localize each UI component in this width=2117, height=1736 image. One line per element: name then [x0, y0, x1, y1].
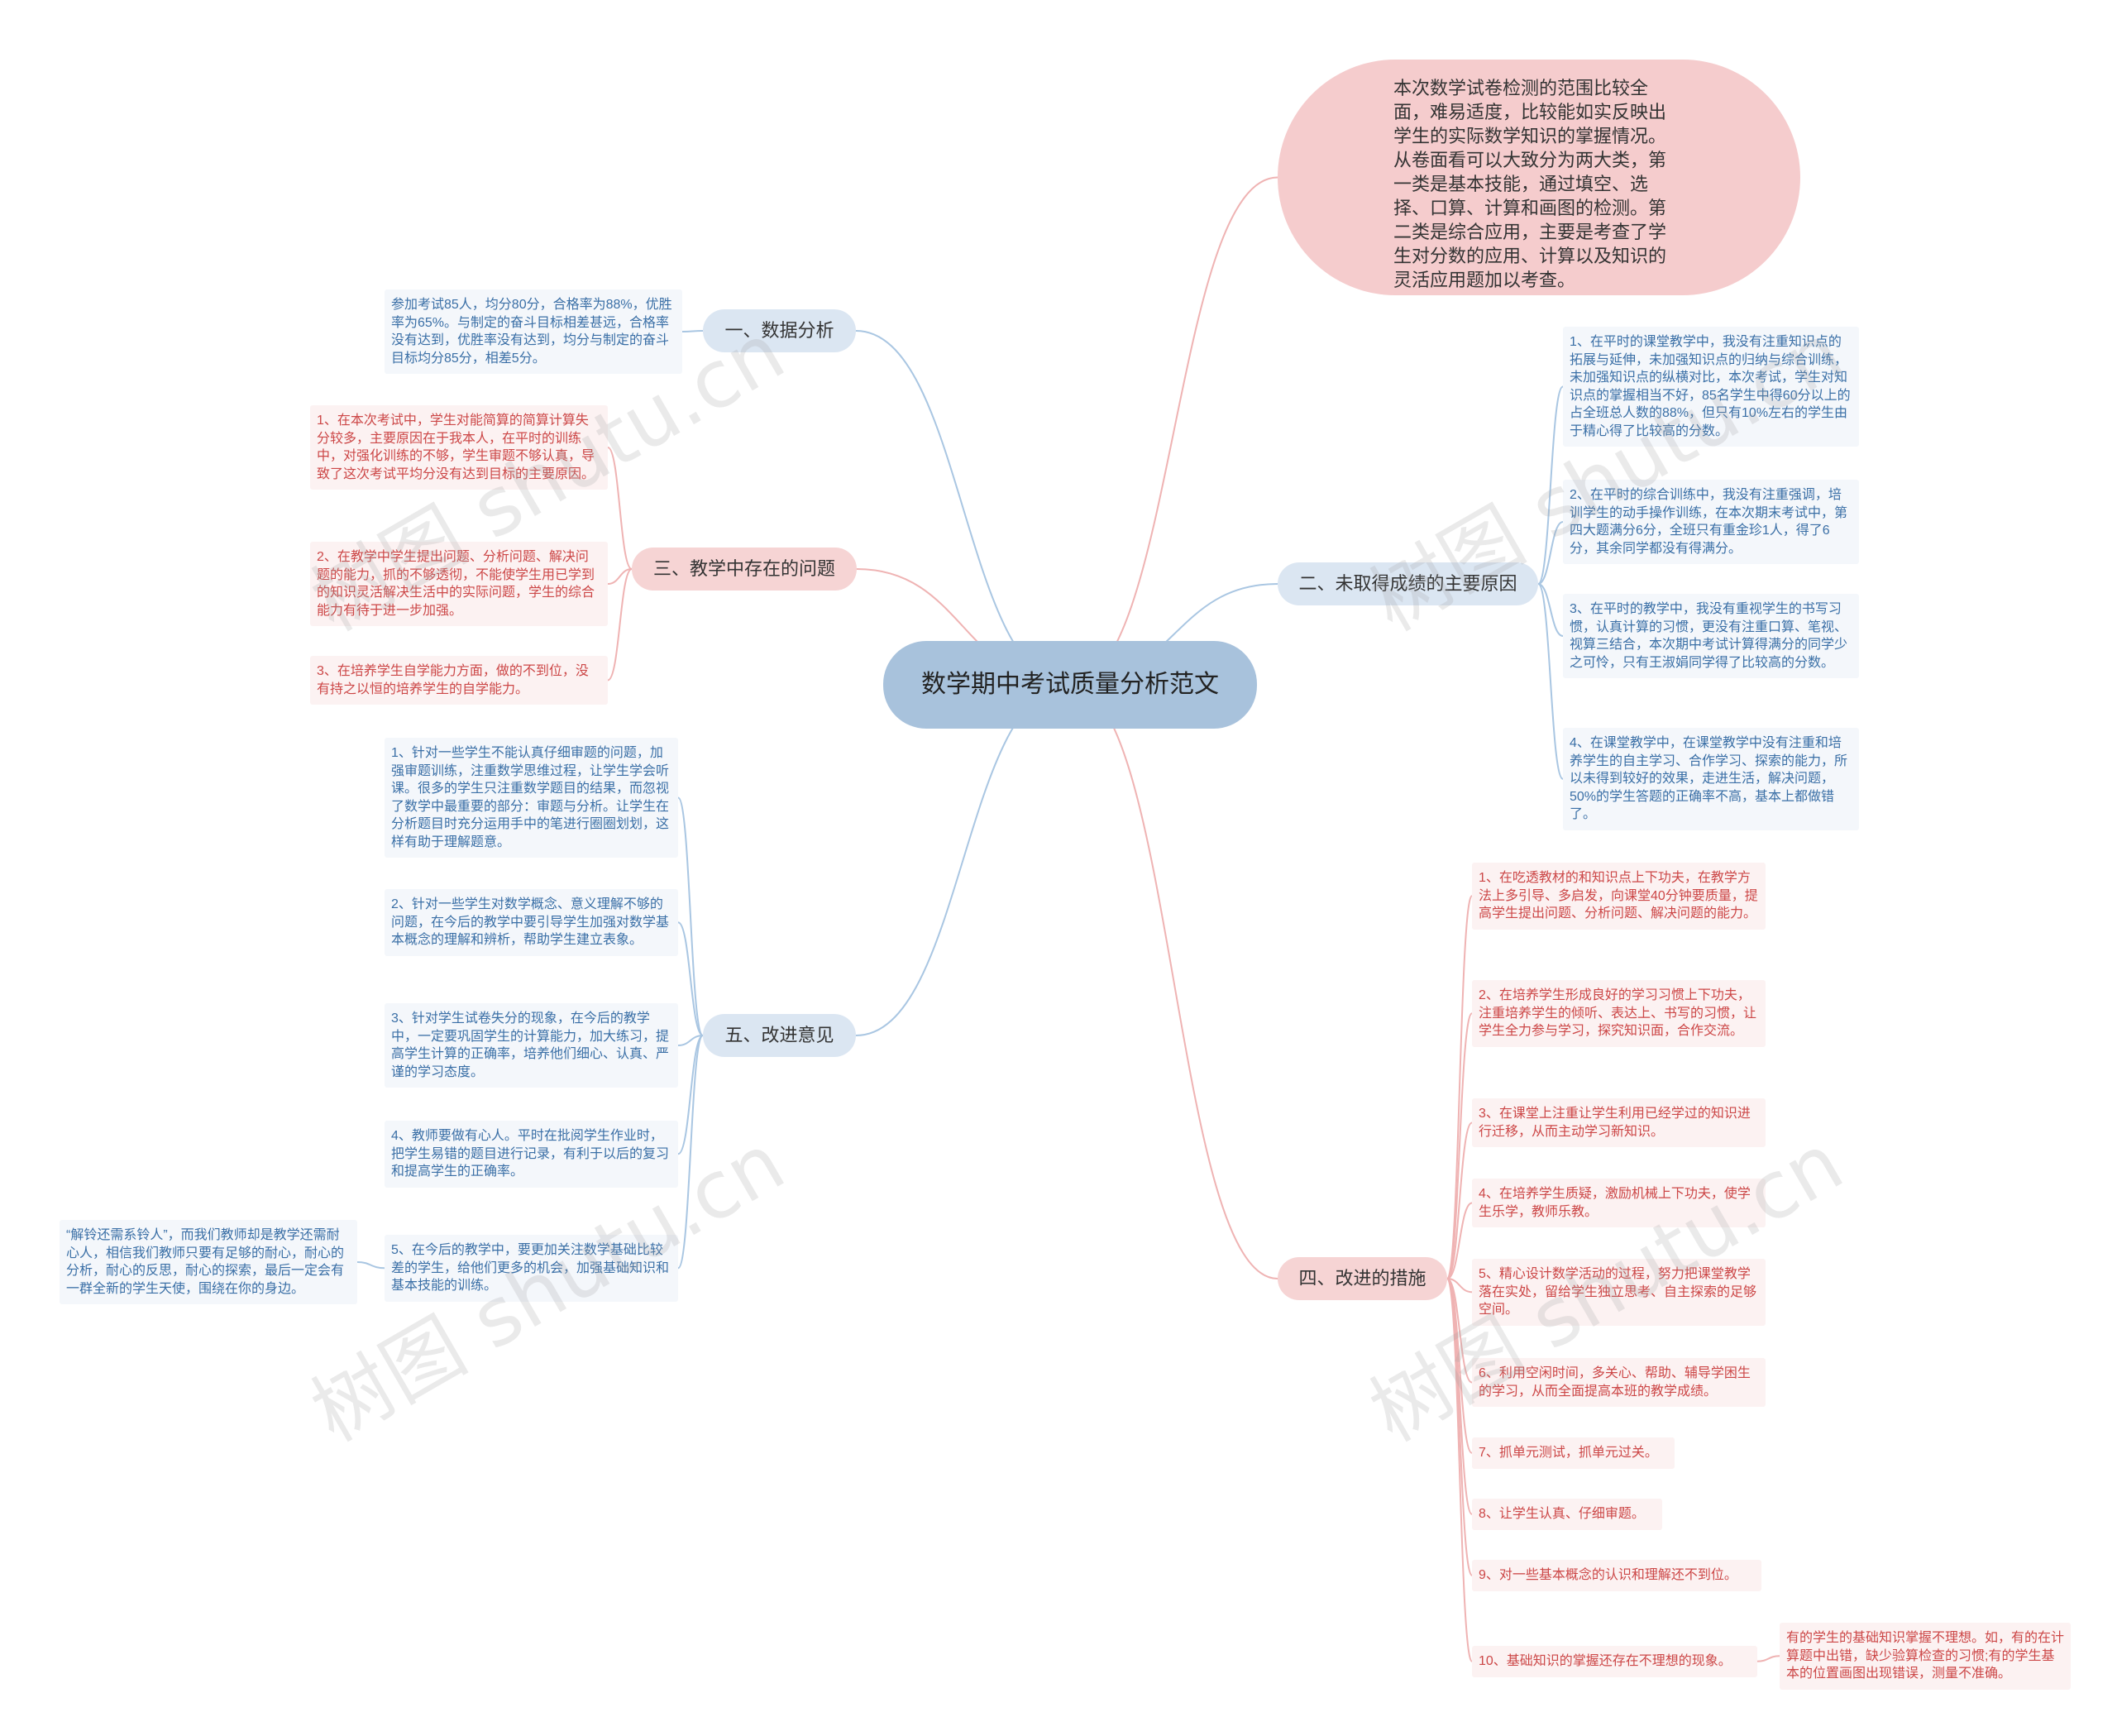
connector-leaf-measure-9 — [1446, 1278, 1473, 1576]
root-topic[interactable]: 数学期中考试质量分析范文 — [883, 641, 1257, 729]
leaf-measure-4[interactable]: 4、在培养学生质疑，激励机械上下功夫，使学生乐学，教师乐教。 — [1472, 1179, 1766, 1227]
leaf-data-analysis-1[interactable]: 参加考试85人，均分80分，合格率为88%，优胜率为65%。与制定的奋斗目标相差… — [385, 289, 682, 374]
connector-leaf-suggestion-5 — [677, 1035, 704, 1270]
leaf-measure-10-note[interactable]: 有的学生的基础知识掌握不理想。如，有的在计算题中出错，缺少验算检查的习惯;有的学… — [1780, 1623, 2071, 1690]
connector-leaf-problem-1 — [607, 447, 633, 570]
connector-leaf-measure-10 — [1446, 1278, 1473, 1662]
connector-leaf-suggestion-3 — [677, 1035, 704, 1046]
leaf-measure-2[interactable]: 2、在培养学生形成良好的学习习惯上下功夫，注重培养学生的倾听、表达上、书写的习惯… — [1472, 980, 1766, 1047]
connector-leaf-reason-3 — [1537, 583, 1564, 637]
connector-leaf-measure-3 — [1446, 1121, 1473, 1279]
leaf-measure-6[interactable]: 6、利用空闲时间，多关心、帮助、辅导学困生的学习，从而全面提高本班的教学成绩。 — [1472, 1358, 1766, 1407]
connector-leaf-measure-10-note — [1756, 1655, 1780, 1662]
leaf-reason-4[interactable]: 4、在课堂教学中，在课堂教学中没有注重和培养学生的自主学习、合作学习、探索的能力… — [1563, 728, 1859, 830]
connector-leaf-suggestion-1 — [677, 796, 704, 1036]
connector-intro-bubble — [1069, 176, 1278, 686]
connector-leaf-measure-5 — [1446, 1278, 1473, 1294]
topic-reasons[interactable]: 二、未取得成绩的主要原因 — [1278, 562, 1538, 605]
leaf-problem-2[interactable]: 2、在教学中学生提出问题、分析问题、解决问题的能力，抓的不够透彻，不能使学生用已… — [310, 542, 608, 626]
leaf-measure-5[interactable]: 5、精心设计数学活动的过程，努力把课堂教学落在实处，留给学生独立思考、自主探索的… — [1472, 1259, 1766, 1326]
connector-leaf-measure-4 — [1446, 1202, 1473, 1279]
connector-leaf-problem-2 — [607, 568, 633, 585]
leaf-suggestion-2[interactable]: 2、针对一些学生对数学概念、意义理解不够的问题，在今后的教学中要引导学生加强对数… — [385, 889, 678, 956]
leaf-problem-1[interactable]: 1、在本次考试中，学生对能简算的简算计算失分较多，主要原因在于我本人，在平时的训… — [310, 405, 608, 490]
leaf-problem-3[interactable]: 3、在培养学生自学能力方面，做的不到位，没有持之以恒的培养学生的自学能力。 — [310, 656, 608, 705]
connector-leaf-measure-2 — [1446, 1012, 1473, 1279]
topic-problems[interactable]: 三、教学中存在的问题 — [632, 548, 857, 591]
intro-bubble[interactable]: 本次数学试卷检测的范围比较全面，难易适度，比较能如实反映出学生的实际数学知识的掌… — [1278, 60, 1800, 295]
connector-leaf-reason-2 — [1537, 521, 1564, 585]
leaf-suggestion-4[interactable]: 4、教师要做有心人。平时在批阅学生作业时，把学生易错的题目进行记录，有利于以后的… — [385, 1121, 678, 1188]
connector-leaf-data-analysis-1 — [681, 330, 704, 332]
connector-leaf-suggestion-2 — [677, 921, 704, 1036]
connector-leaf-problem-3 — [607, 568, 633, 681]
connector-leaf-suggestion-4 — [677, 1035, 704, 1155]
leaf-measure-10[interactable]: 10、基础知识的掌握还存在不理想的现象。 — [1472, 1646, 1757, 1677]
connector-leaf-reason-4 — [1537, 583, 1564, 780]
topic-data-analysis[interactable]: 一、数据分析 — [703, 309, 856, 352]
leaf-measure-8[interactable]: 8、让学生认真、仔细审题。 — [1472, 1499, 1662, 1530]
leaf-measure-1[interactable]: 1、在吃透教材的和知识点上下功夫，在教学方法上多引导、多启发，向课堂40分钟要质… — [1472, 863, 1766, 930]
leaf-reason-3[interactable]: 3、在平时的教学中，我没有重视学生的书写习惯，认真计算的习惯，更没有注重口算、笔… — [1563, 594, 1859, 678]
leaf-measure-3[interactable]: 3、在课堂上注重让学生利用已经学过的知识进行迁移，从而主动学习新知识。 — [1472, 1098, 1766, 1147]
leaf-suggestion-3[interactable]: 3、针对学生试卷失分的现象，在今后的教学中，一定要巩固学生的计算能力，加大练习，… — [385, 1003, 678, 1088]
connector-topic-measures — [1069, 684, 1278, 1279]
connector-topic-suggestions — [855, 684, 1071, 1036]
topic-suggestions[interactable]: 五、改进意见 — [703, 1014, 856, 1057]
topic-measures[interactable]: 四、改进的措施 — [1278, 1257, 1447, 1300]
leaf-measure-7[interactable]: 7、抓单元测试，抓单元过关。 — [1472, 1437, 1675, 1469]
leaf-suggestion-5-note[interactable]: “解铃还需系铃人”，而我们教师却是教学还需耐心人，相信我们教师只要有足够的耐心，… — [60, 1220, 357, 1304]
leaf-measure-9[interactable]: 9、对一些基本概念的认识和理解还不到位。 — [1472, 1560, 1761, 1591]
connector-leaf-suggestion-5-note — [356, 1261, 385, 1270]
leaf-suggestion-5[interactable]: 5、在今后的教学中，要更加关注数学基础比较差的学生，给他们更多的机会，加强基础知… — [385, 1235, 678, 1302]
leaf-reason-2[interactable]: 2、在平时的综合训练中，我没有注重强调，培训学生的动手操作训练，在本次期末考试中… — [1563, 480, 1859, 564]
leaf-reason-1[interactable]: 1、在平时的课堂教学中，我没有注重知识点的拓展与延伸，未加强知识点的归纳与综合训… — [1563, 327, 1859, 447]
connector-leaf-reason-1 — [1537, 385, 1564, 585]
connector-topic-data-analysis — [855, 330, 1071, 686]
leaf-suggestion-1[interactable]: 1、针对一些学生不能认真仔细审题的问题，加强审题训练，注重数学思维过程，让学生学… — [385, 738, 678, 858]
connector-leaf-measure-1 — [1446, 895, 1473, 1279]
